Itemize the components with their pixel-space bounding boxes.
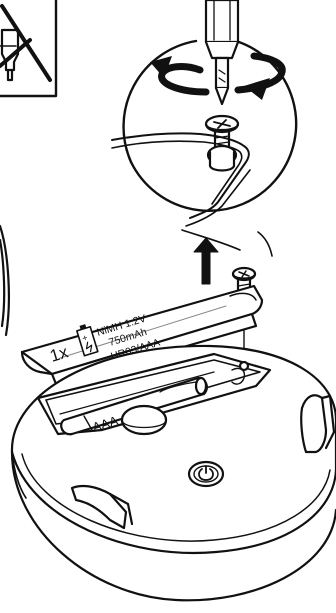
side-object-edge — [0, 226, 9, 335]
zoom-callout — [112, 41, 296, 256]
prohibited-tool-inset — [0, 0, 56, 96]
crossed-out-screwdriver-icon — [0, 6, 50, 80]
up-arrow-icon — [194, 238, 218, 284]
